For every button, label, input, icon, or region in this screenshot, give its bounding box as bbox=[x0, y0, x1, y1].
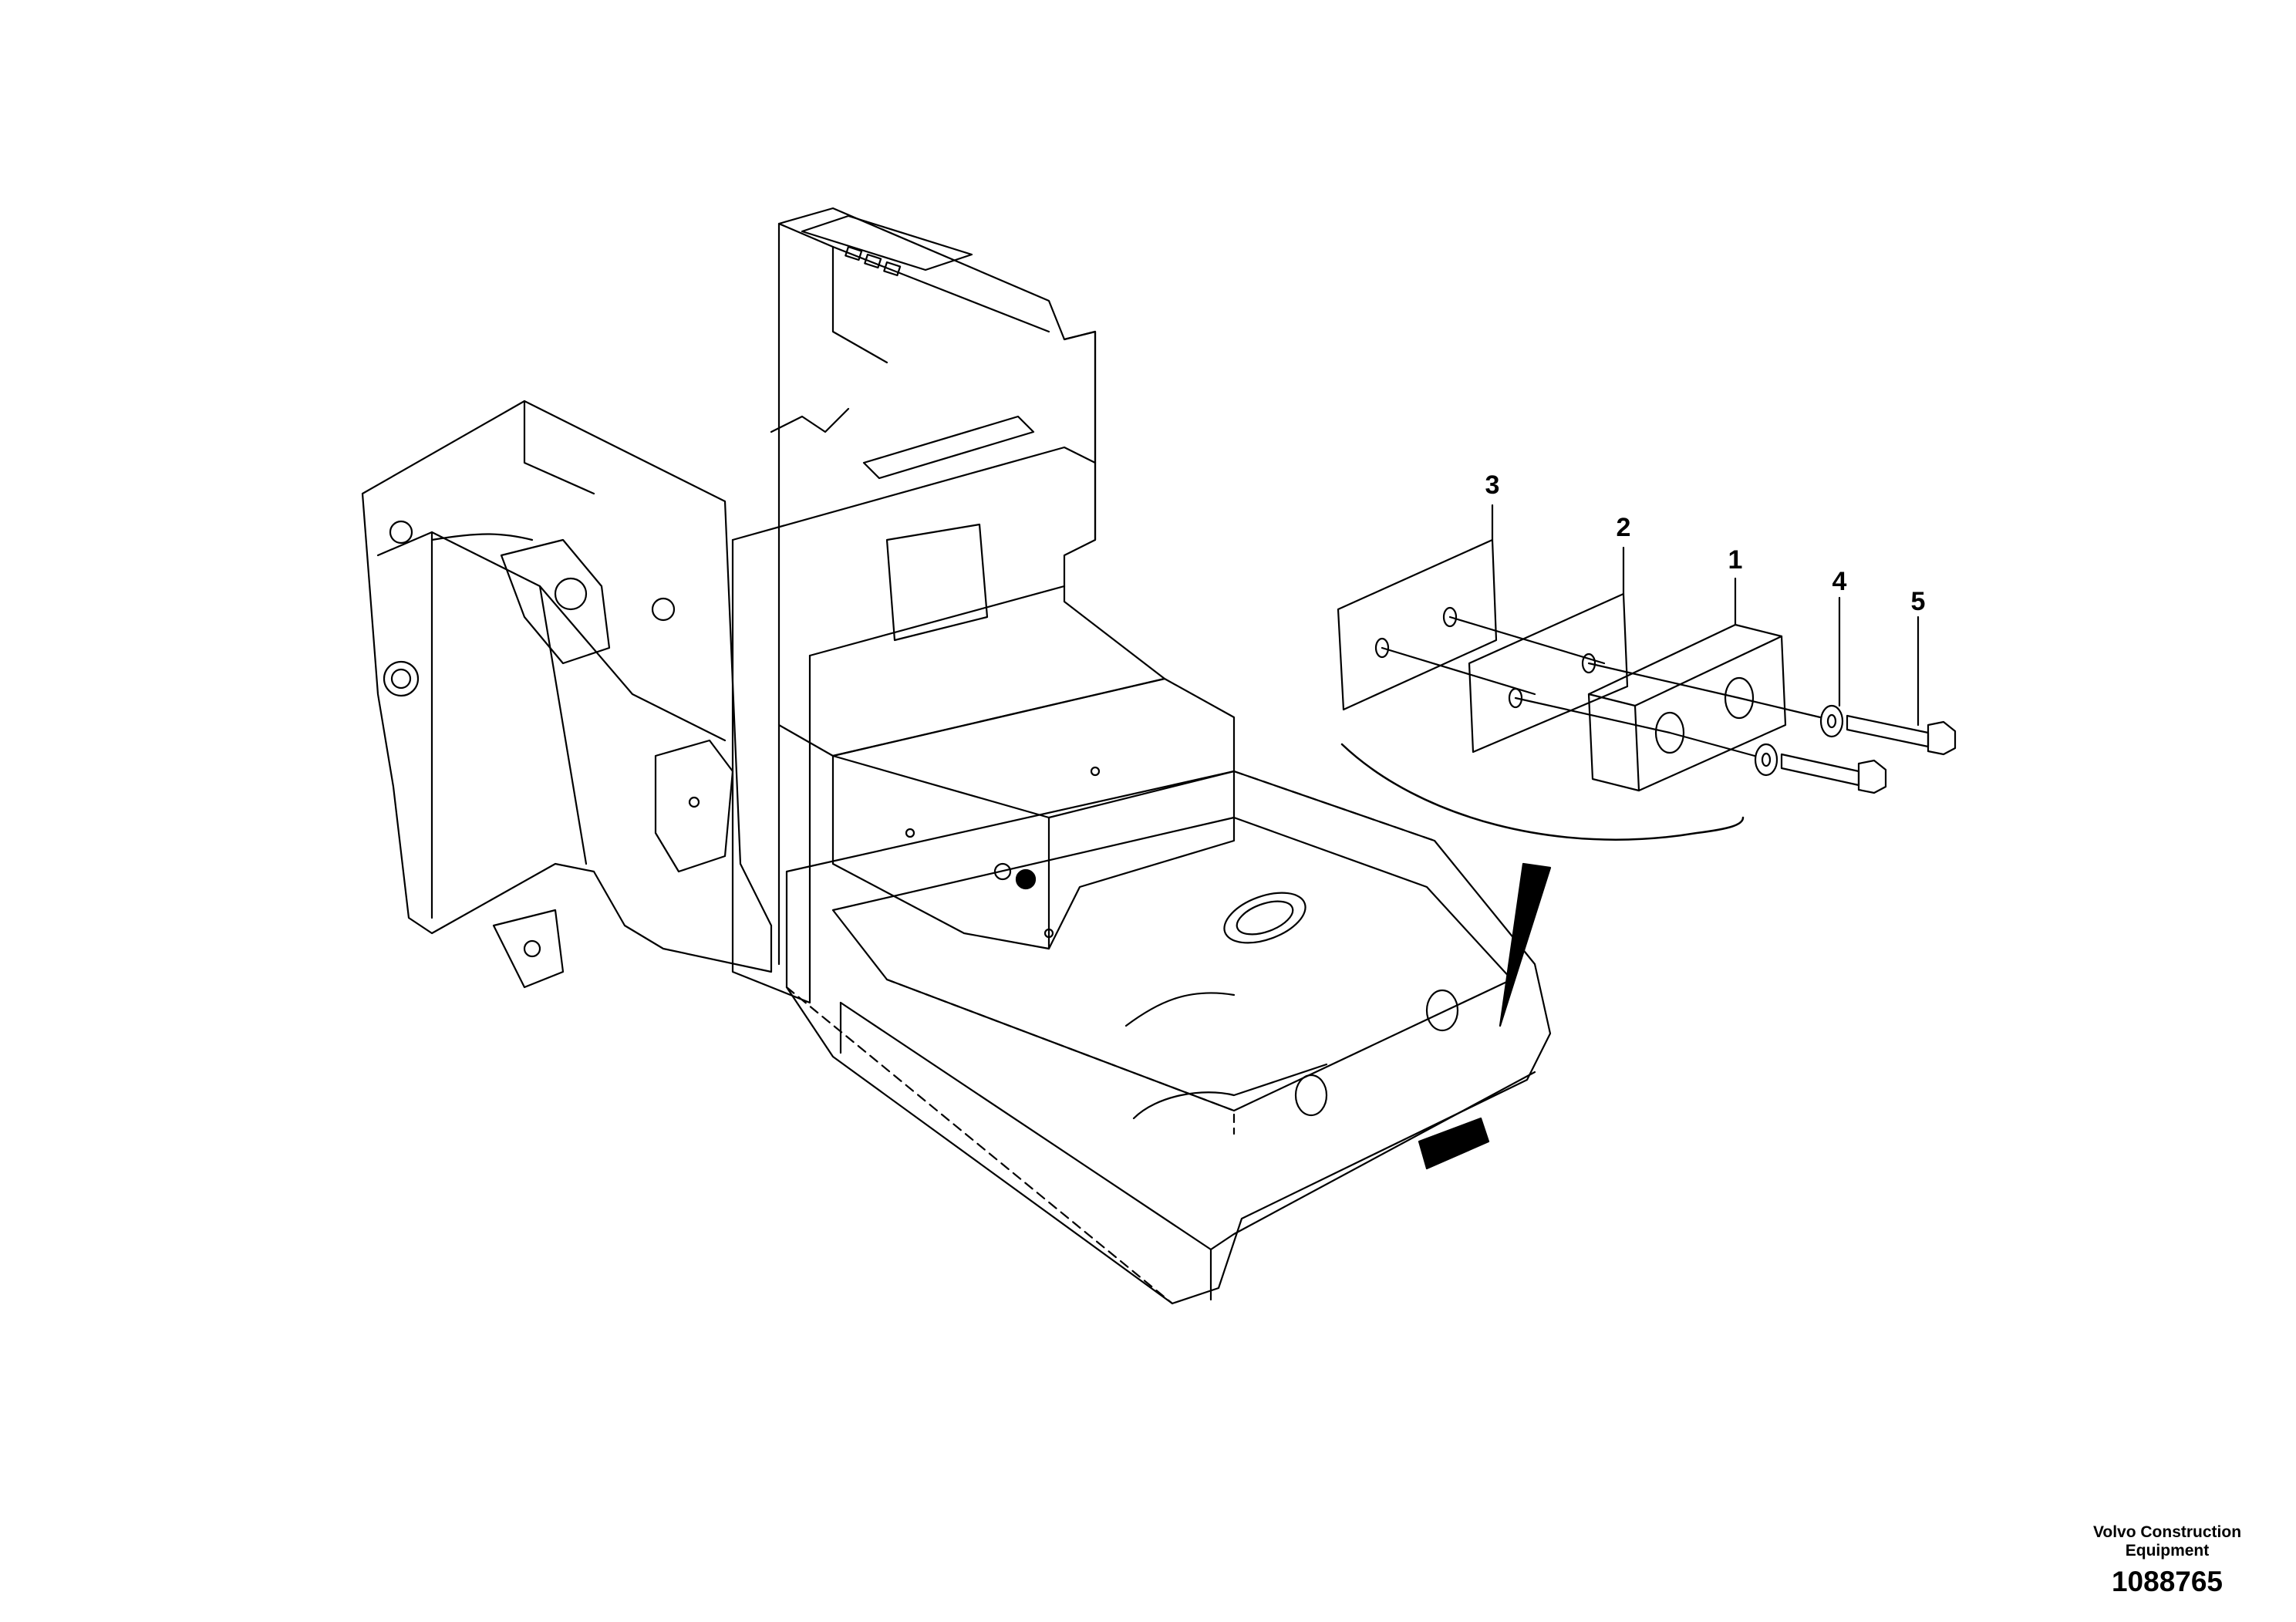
machine-frame bbox=[361, 207, 1552, 1305]
detail-leader bbox=[1499, 862, 1552, 1027]
upper-frame bbox=[777, 207, 1166, 757]
left-side-plate bbox=[361, 400, 773, 973]
part-4-washer-lower bbox=[1754, 743, 1778, 777]
center-block bbox=[831, 677, 1236, 950]
callout-5: 5 bbox=[1910, 587, 1926, 616]
part-4-washer bbox=[1819, 704, 1844, 738]
detail-arc bbox=[1340, 743, 1745, 841]
mounted-weight bbox=[1418, 1117, 1490, 1170]
callout-1: 1 bbox=[1728, 545, 1743, 575]
part-5-bolt-lower bbox=[1780, 753, 1887, 794]
chassis-outline bbox=[785, 770, 1552, 1305]
callout-2: 2 bbox=[1616, 513, 1631, 542]
detail-magnifier bbox=[1340, 743, 1745, 1027]
drawing-credit: Volvo Construction Equipment 1088765 bbox=[2036, 1523, 2296, 1598]
callout-4: 4 bbox=[1832, 567, 1847, 596]
part-3-plate bbox=[1337, 538, 1498, 711]
chassis-deck bbox=[831, 816, 1513, 1112]
manufacturer-name: Volvo Construction Equipment bbox=[2092, 1523, 2242, 1560]
drawing-number: 1088765 bbox=[2111, 1566, 2224, 1598]
exploded-parts bbox=[1337, 504, 1957, 794]
part-5-bolt bbox=[1846, 714, 1957, 756]
callout-3: 3 bbox=[1485, 470, 1500, 500]
part-2-plate bbox=[1468, 592, 1629, 754]
